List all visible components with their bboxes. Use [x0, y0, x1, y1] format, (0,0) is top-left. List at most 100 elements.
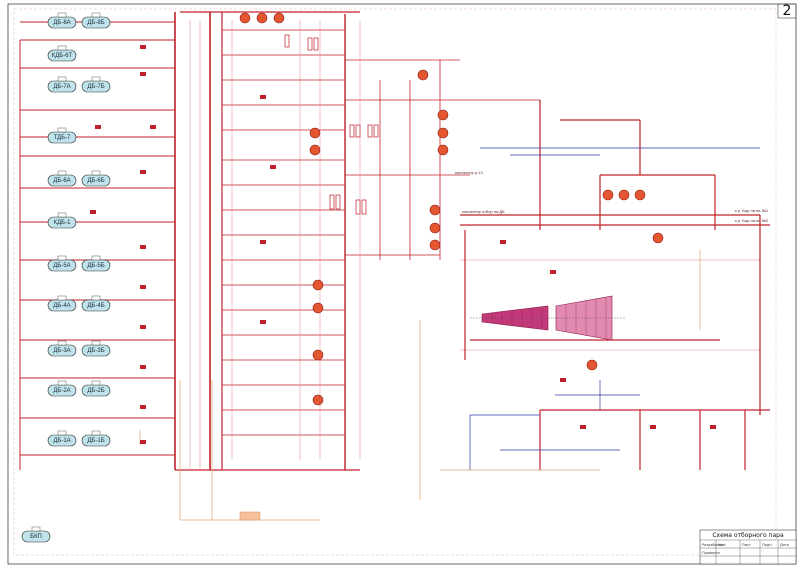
tank: ДБ-6Б: [81, 170, 111, 187]
pump: [634, 189, 646, 201]
tank-label: ТДБ-7: [54, 135, 71, 141]
tank: ДБ-6А: [47, 170, 77, 187]
pump: [437, 127, 449, 139]
pump: [312, 279, 324, 291]
pump: [309, 144, 321, 156]
tank-label: ДБ-7А: [53, 84, 70, 90]
tank-label: ДБ-8А: [53, 20, 70, 26]
line-label: коллектор отбор на ДБ: [462, 209, 505, 214]
inner-border: [13, 8, 777, 556]
tank: ДБ-1Б: [81, 430, 111, 447]
heater: [329, 194, 335, 210]
pump: [312, 349, 324, 361]
tank-label: ДБ-6Б: [87, 178, 104, 184]
pump: [256, 12, 268, 24]
tank: ДБ-8А: [47, 12, 77, 29]
heater: [355, 199, 361, 215]
tank-label: ДБ-5Б: [87, 263, 104, 269]
title-cell: Дата: [780, 543, 789, 547]
pump: [417, 69, 429, 81]
pump: [273, 12, 285, 24]
equipment-lines: [222, 29, 540, 436]
pump: [586, 359, 598, 371]
tank-branches: [20, 21, 175, 456]
heater: [307, 37, 313, 51]
pump: [618, 189, 630, 201]
tank-label: ДБ-1А: [53, 438, 70, 444]
condensate-tank: [239, 511, 261, 521]
turbine: [470, 295, 625, 341]
heater: [367, 124, 373, 138]
tank-label: ДБ-5А: [53, 263, 70, 269]
title-block: Схема отборного пара Разработал Проверил…: [699, 529, 797, 565]
pump: [429, 239, 441, 251]
condensate-lines: [139, 250, 701, 521]
heaters: [284, 34, 379, 215]
pump: [437, 144, 449, 156]
tank: ДБ-2Б: [81, 380, 111, 397]
tank-label: ДБ-2А: [53, 388, 70, 394]
tank: ДБ-2А: [47, 380, 77, 397]
pump: [309, 127, 321, 139]
tank: ДБ-1А: [47, 430, 77, 447]
pump: [429, 204, 441, 216]
tank: КДБ-1: [47, 212, 77, 229]
water-lines: [469, 147, 760, 470]
tank: ДБ-4Б: [81, 295, 111, 312]
title-cell: Подп.: [762, 543, 773, 547]
sheet-number: 2: [783, 3, 792, 19]
pump: [239, 12, 251, 24]
line-label: к р. Бар на на №1: [735, 208, 769, 213]
heater: [355, 124, 361, 138]
line-label: к р. Бар на на №2: [735, 218, 769, 223]
tank: ДБ-8Б: [81, 12, 111, 29]
tank: ТДБ-7: [47, 127, 77, 144]
heater: [335, 194, 341, 210]
pump: [602, 189, 614, 201]
tank: ДБ-4А: [47, 295, 77, 312]
title-cell: Разработал: [702, 543, 723, 547]
title-cell: Изм.: [718, 543, 726, 547]
tank-label: ДБ-2Б: [87, 388, 104, 394]
tank-label: ДБ-1Б: [87, 438, 104, 444]
heater: [284, 34, 290, 48]
heater: [349, 124, 355, 138]
pump: [429, 222, 441, 234]
pumps: [239, 12, 664, 406]
tank-bottom: БКП: [21, 526, 51, 543]
tank-label: ДБ-3А: [53, 348, 70, 354]
tank: ДБ-5А: [47, 255, 77, 272]
tank-label: ДБ-3Б: [87, 348, 104, 354]
tank-label: КДБ-1: [54, 220, 71, 226]
title-cell: Лист: [742, 543, 751, 547]
tank-label: ДБ-7Б: [87, 84, 104, 90]
tank: ДБ-3А: [47, 340, 77, 357]
pump: [312, 394, 324, 406]
pump: [652, 232, 664, 244]
main-headers: [19, 11, 360, 471]
tank: ДБ-7Б: [81, 76, 111, 93]
tank: ДБ-7А: [47, 76, 77, 93]
secondary-lines: [189, 20, 760, 470]
line-label: коллектор р.13: [455, 170, 484, 175]
heater: [361, 199, 367, 215]
sheet-frame: [7, 3, 797, 565]
pump: [312, 302, 324, 314]
title-cell: Проверил: [702, 551, 720, 555]
tank-label: ДБ-4Б: [87, 303, 104, 309]
tank: ДБ-5Б: [81, 255, 111, 272]
tank-label: ДБ-4А: [53, 303, 70, 309]
tank-label: ДБ-6А: [53, 178, 70, 184]
diagram-title: Схема отборного пара: [712, 532, 784, 539]
heater: [313, 37, 319, 51]
tank: ДБ-3Б: [81, 340, 111, 357]
turbine-steam-lines: [460, 100, 770, 470]
valves: [90, 45, 716, 444]
tank-label: КДБ-6Т: [52, 53, 73, 59]
sheet-number-box: [777, 3, 797, 19]
heater: [373, 124, 379, 138]
tank-label: ДБ-8Б: [87, 20, 104, 26]
pump: [437, 109, 449, 121]
